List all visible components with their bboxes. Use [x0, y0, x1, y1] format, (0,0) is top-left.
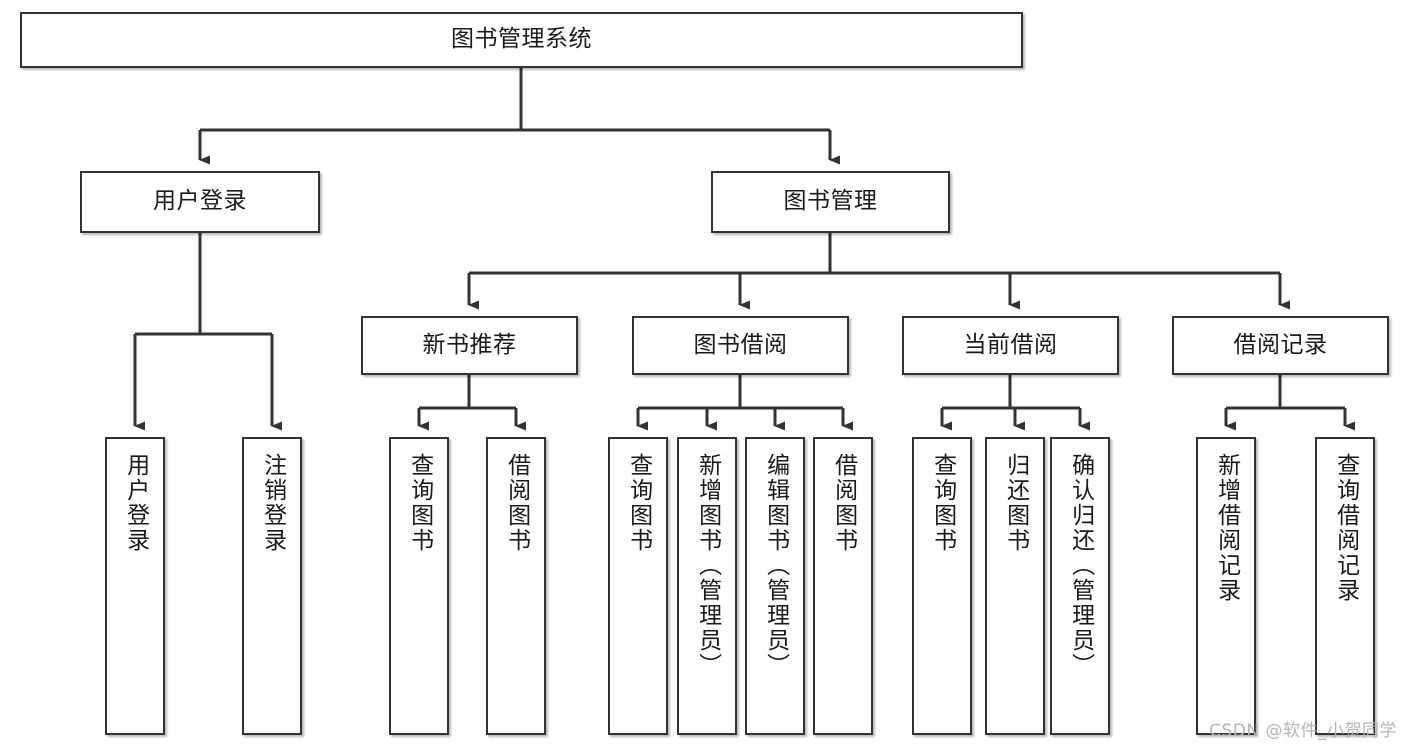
node-new-book-rec[interactable]: 新书推荐: [361, 316, 578, 375]
node-leaf-query-book-1[interactable]: 查询图书: [389, 437, 449, 735]
node-leaf-user-logout-label: 注销登录: [259, 453, 286, 553]
node-root[interactable]: 图书管理系统: [20, 12, 1023, 68]
node-leaf-query-book-2-label: 查询图书: [625, 453, 652, 553]
node-leaf-confirm-return[interactable]: 确认归还（管理员）: [1050, 437, 1110, 735]
node-current-borrow-label: 当前借阅: [963, 331, 1058, 358]
node-leaf-return-book-label: 归还图书: [1002, 453, 1029, 553]
node-leaf-query-record-label: 查询借阅记录: [1332, 453, 1359, 603]
node-leaf-user-logout[interactable]: 注销登录: [242, 437, 302, 735]
node-leaf-add-book-label: 新增图书（管理员）: [694, 453, 721, 678]
node-leaf-add-book[interactable]: 新增图书（管理员）: [677, 437, 737, 735]
node-leaf-add-record[interactable]: 新增借阅记录: [1196, 437, 1256, 735]
node-leaf-query-book-3-label: 查询图书: [929, 453, 956, 553]
node-leaf-borrow-book-1[interactable]: 借阅图书: [486, 437, 546, 735]
watermark: CSDN @软件_小贺同学: [1209, 721, 1397, 741]
node-leaf-query-book-2[interactable]: 查询图书: [608, 437, 668, 735]
node-borrow-record[interactable]: 借阅记录: [1172, 316, 1389, 375]
node-leaf-user-login-label: 用户登录: [122, 453, 149, 553]
node-leaf-borrow-book-1-label: 借阅图书: [503, 453, 530, 553]
node-book-manage[interactable]: 图书管理: [711, 171, 950, 233]
node-leaf-borrow-book-2[interactable]: 借阅图书: [813, 437, 873, 735]
node-root-label: 图书管理系统: [451, 26, 592, 53]
node-leaf-confirm-return-label: 确认归还（管理员）: [1067, 453, 1094, 678]
node-leaf-return-book[interactable]: 归还图书: [985, 437, 1045, 735]
node-leaf-borrow-book-2-label: 借阅图书: [830, 453, 857, 553]
node-leaf-user-login[interactable]: 用户登录: [105, 437, 165, 735]
node-leaf-query-book-1-label: 查询图书: [406, 453, 433, 553]
node-current-borrow[interactable]: 当前借阅: [902, 316, 1119, 375]
node-book-borrow[interactable]: 图书借阅: [632, 316, 849, 375]
node-leaf-add-record-label: 新增借阅记录: [1213, 453, 1240, 603]
node-leaf-edit-book[interactable]: 编辑图书（管理员）: [745, 437, 805, 735]
node-book-borrow-label: 图书借阅: [693, 331, 788, 358]
node-leaf-query-book-3[interactable]: 查询图书: [912, 437, 972, 735]
node-user-login-label: 用户登录: [153, 188, 247, 215]
node-new-book-rec-label: 新书推荐: [422, 331, 517, 358]
node-book-manage-label: 图书管理: [783, 188, 878, 215]
node-user-login[interactable]: 用户登录: [80, 171, 320, 233]
node-borrow-record-label: 借阅记录: [1233, 331, 1328, 358]
node-leaf-edit-book-label: 编辑图书（管理员）: [762, 453, 789, 678]
node-leaf-query-record[interactable]: 查询借阅记录: [1315, 437, 1375, 735]
